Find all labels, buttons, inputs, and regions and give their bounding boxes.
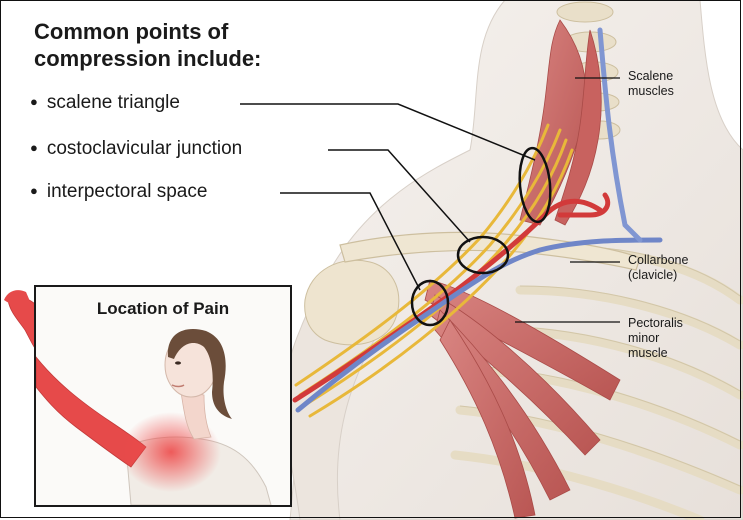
bullet-label: costoclavicular junction: [46, 138, 243, 159]
bullet-dot-icon: ●: [30, 183, 38, 198]
bullet-dot-icon: ●: [30, 94, 38, 109]
callout-scalene-muscles: Scalene muscles: [628, 69, 674, 99]
hair: [167, 328, 232, 419]
bullet-scalene-triangle: ● scalene triangle: [30, 92, 180, 114]
location-of-pain-inset: Location of Pain: [34, 285, 292, 507]
callout-line: muscle: [628, 346, 668, 360]
inset-title: Location of Pain: [96, 299, 230, 318]
pectoralis-minor-muscle: [424, 279, 621, 519]
bullet-dot-icon: ●: [30, 140, 38, 155]
subclavian-artery-loop: [557, 192, 611, 218]
scalene-muscle-middle: [554, 29, 602, 226]
leader-line-interpectoral: [280, 192, 421, 291]
callout-line: muscles: [628, 84, 674, 98]
callout-line: Pectoralis: [628, 316, 683, 330]
callout-line: Scalene: [628, 69, 674, 83]
neck: [180, 391, 212, 440]
compression-circle-scalene: [518, 146, 552, 224]
callout-line: minor: [628, 331, 660, 345]
leader-line-scalene: [240, 103, 536, 161]
callout-line: Collarbone: [628, 253, 689, 267]
callout-pectoralis-minor: Pectoralis minor muscle: [628, 316, 683, 361]
compression-circle-interpectoral: [410, 279, 450, 327]
callout-collarbone: Collarbone (clavicle): [628, 253, 688, 283]
subclavian-vein: [295, 237, 663, 413]
eye: [175, 361, 181, 365]
leader-line-costoclavicular: [328, 149, 471, 243]
lips: [171, 384, 185, 388]
compression-circle-costoclavicular: [456, 235, 510, 275]
callout-line: (clavicle): [628, 268, 678, 282]
clavicle: [339, 231, 641, 271]
woman-figure-illustration: [36, 328, 272, 505]
bullet-label: scalene triangle: [46, 92, 180, 113]
subclavian-artery: [292, 198, 603, 403]
bullet-costoclavicular-junction: ● costoclavicular junction: [30, 138, 242, 160]
page-title: Common points of compression include:: [34, 19, 262, 71]
bullet-label: interpectoral space: [46, 181, 208, 202]
jugular-vein: [597, 27, 643, 243]
hand-pain: [4, 290, 32, 306]
humeral-head: [304, 259, 400, 346]
bullet-interpectoral-space: ● interpectoral space: [30, 181, 207, 203]
